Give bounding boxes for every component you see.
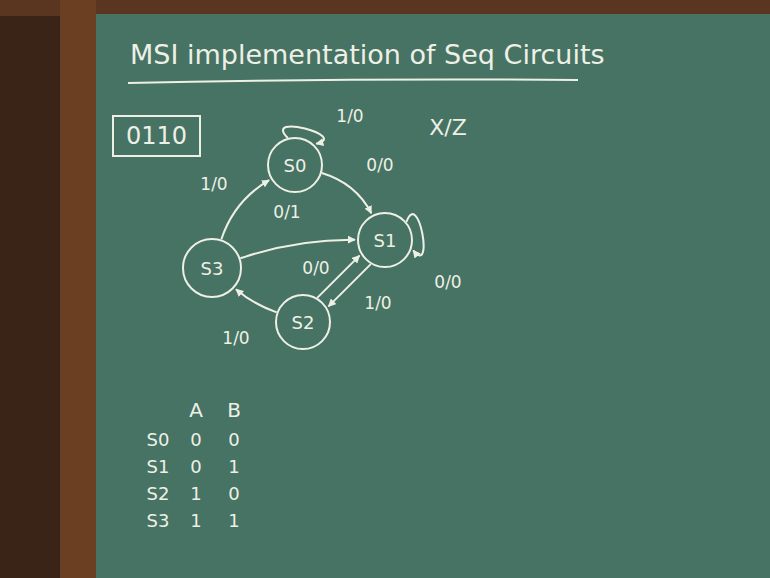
transition-label: 0/0 bbox=[300, 259, 331, 278]
table-cell: 0 bbox=[228, 484, 239, 504]
transition-label: 1/0 bbox=[334, 107, 365, 126]
transition-label: 0/0 bbox=[364, 156, 395, 175]
table-cell: 1 bbox=[228, 511, 239, 531]
transition-arrow bbox=[283, 126, 324, 143]
board-title: MSI implementation of Seq Circuits bbox=[130, 40, 605, 70]
table-cell: B bbox=[227, 399, 241, 421]
state-name: S1 bbox=[374, 230, 397, 251]
transition-label: 1/0 bbox=[220, 329, 251, 348]
transition-arrow bbox=[322, 173, 372, 213]
state-name: S2 bbox=[292, 312, 315, 333]
board-frame bbox=[60, 0, 96, 578]
state-name: S3 bbox=[201, 258, 224, 279]
transition-label: 0/0 bbox=[432, 273, 463, 292]
io-notation: X/Z bbox=[429, 116, 467, 140]
table-cell: S3 bbox=[147, 511, 170, 531]
table-cell: S2 bbox=[147, 484, 170, 504]
state-circle: S3 bbox=[182, 238, 242, 298]
table-cell: 1 bbox=[228, 457, 239, 477]
state-name: S0 bbox=[284, 155, 307, 176]
transition-arrow bbox=[236, 289, 277, 312]
sequence-text: 0110 bbox=[126, 122, 187, 150]
transition-label: 0/1 bbox=[271, 203, 302, 222]
transition-label: 1/0 bbox=[362, 294, 393, 313]
transition-arrow bbox=[240, 240, 355, 259]
transition-label: 1/0 bbox=[198, 175, 229, 194]
table-cell: S0 bbox=[147, 430, 170, 450]
table-cell: 0 bbox=[228, 430, 239, 450]
title-underline bbox=[128, 79, 578, 83]
table-cell: S1 bbox=[147, 457, 170, 477]
state-circle: S2 bbox=[275, 294, 331, 350]
table-cell: 1 bbox=[190, 511, 201, 531]
table-cell: 0 bbox=[190, 430, 201, 450]
state-circle: S1 bbox=[357, 212, 413, 268]
table-cell: 1 bbox=[190, 484, 201, 504]
table-cell: A bbox=[189, 399, 203, 421]
sequence-box: 0110 bbox=[112, 115, 201, 157]
table-cell: 0 bbox=[190, 457, 201, 477]
state-circle: S0 bbox=[267, 137, 323, 193]
transition-arrow bbox=[406, 214, 423, 255]
